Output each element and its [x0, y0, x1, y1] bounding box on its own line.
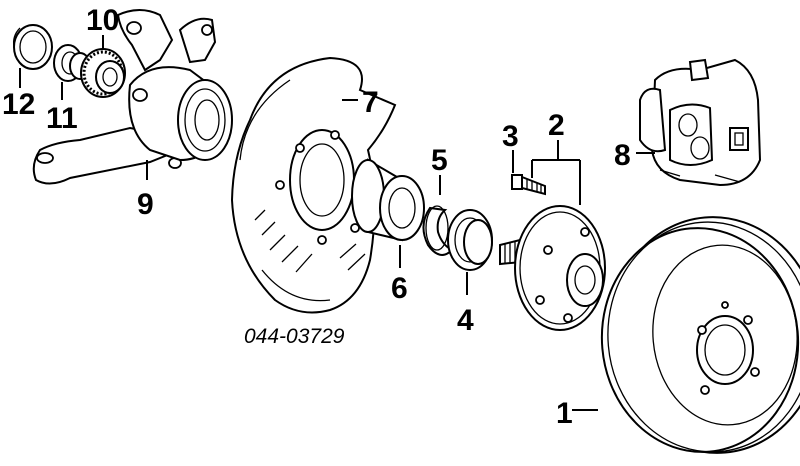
callout-1: 1 — [556, 397, 573, 430]
part-brake-disc — [600, 216, 800, 454]
callout-6: 6 — [391, 272, 408, 305]
callout-12: 12 — [2, 88, 35, 121]
part-hub-bolt — [511, 174, 546, 196]
diagram-code: 044-03729 — [244, 325, 345, 348]
callout-7: 7 — [362, 86, 379, 119]
part-dust-seal — [12, 24, 53, 70]
callout-4: 4 — [457, 304, 474, 337]
callout-9: 9 — [137, 188, 154, 221]
part-toothed-bearing — [80, 48, 126, 98]
leader-lines — [19, 35, 655, 411]
callout-labels: 12 11 10 9 7 6 5 4 3 2 8 1 — [2, 4, 631, 430]
part-oil-seal — [447, 209, 493, 271]
callout-11: 11 — [46, 102, 78, 135]
part-hub-bearing — [351, 158, 425, 242]
part-axle-hub — [499, 205, 606, 331]
part-dust-shield — [230, 56, 397, 314]
callout-2: 2 — [548, 109, 565, 142]
callout-10: 10 — [86, 4, 119, 37]
callout-5: 5 — [431, 144, 448, 177]
part-brake-caliper — [639, 58, 762, 187]
callout-8: 8 — [614, 139, 631, 172]
callout-3: 3 — [502, 120, 519, 153]
part-steering-knuckle — [32, 9, 233, 185]
